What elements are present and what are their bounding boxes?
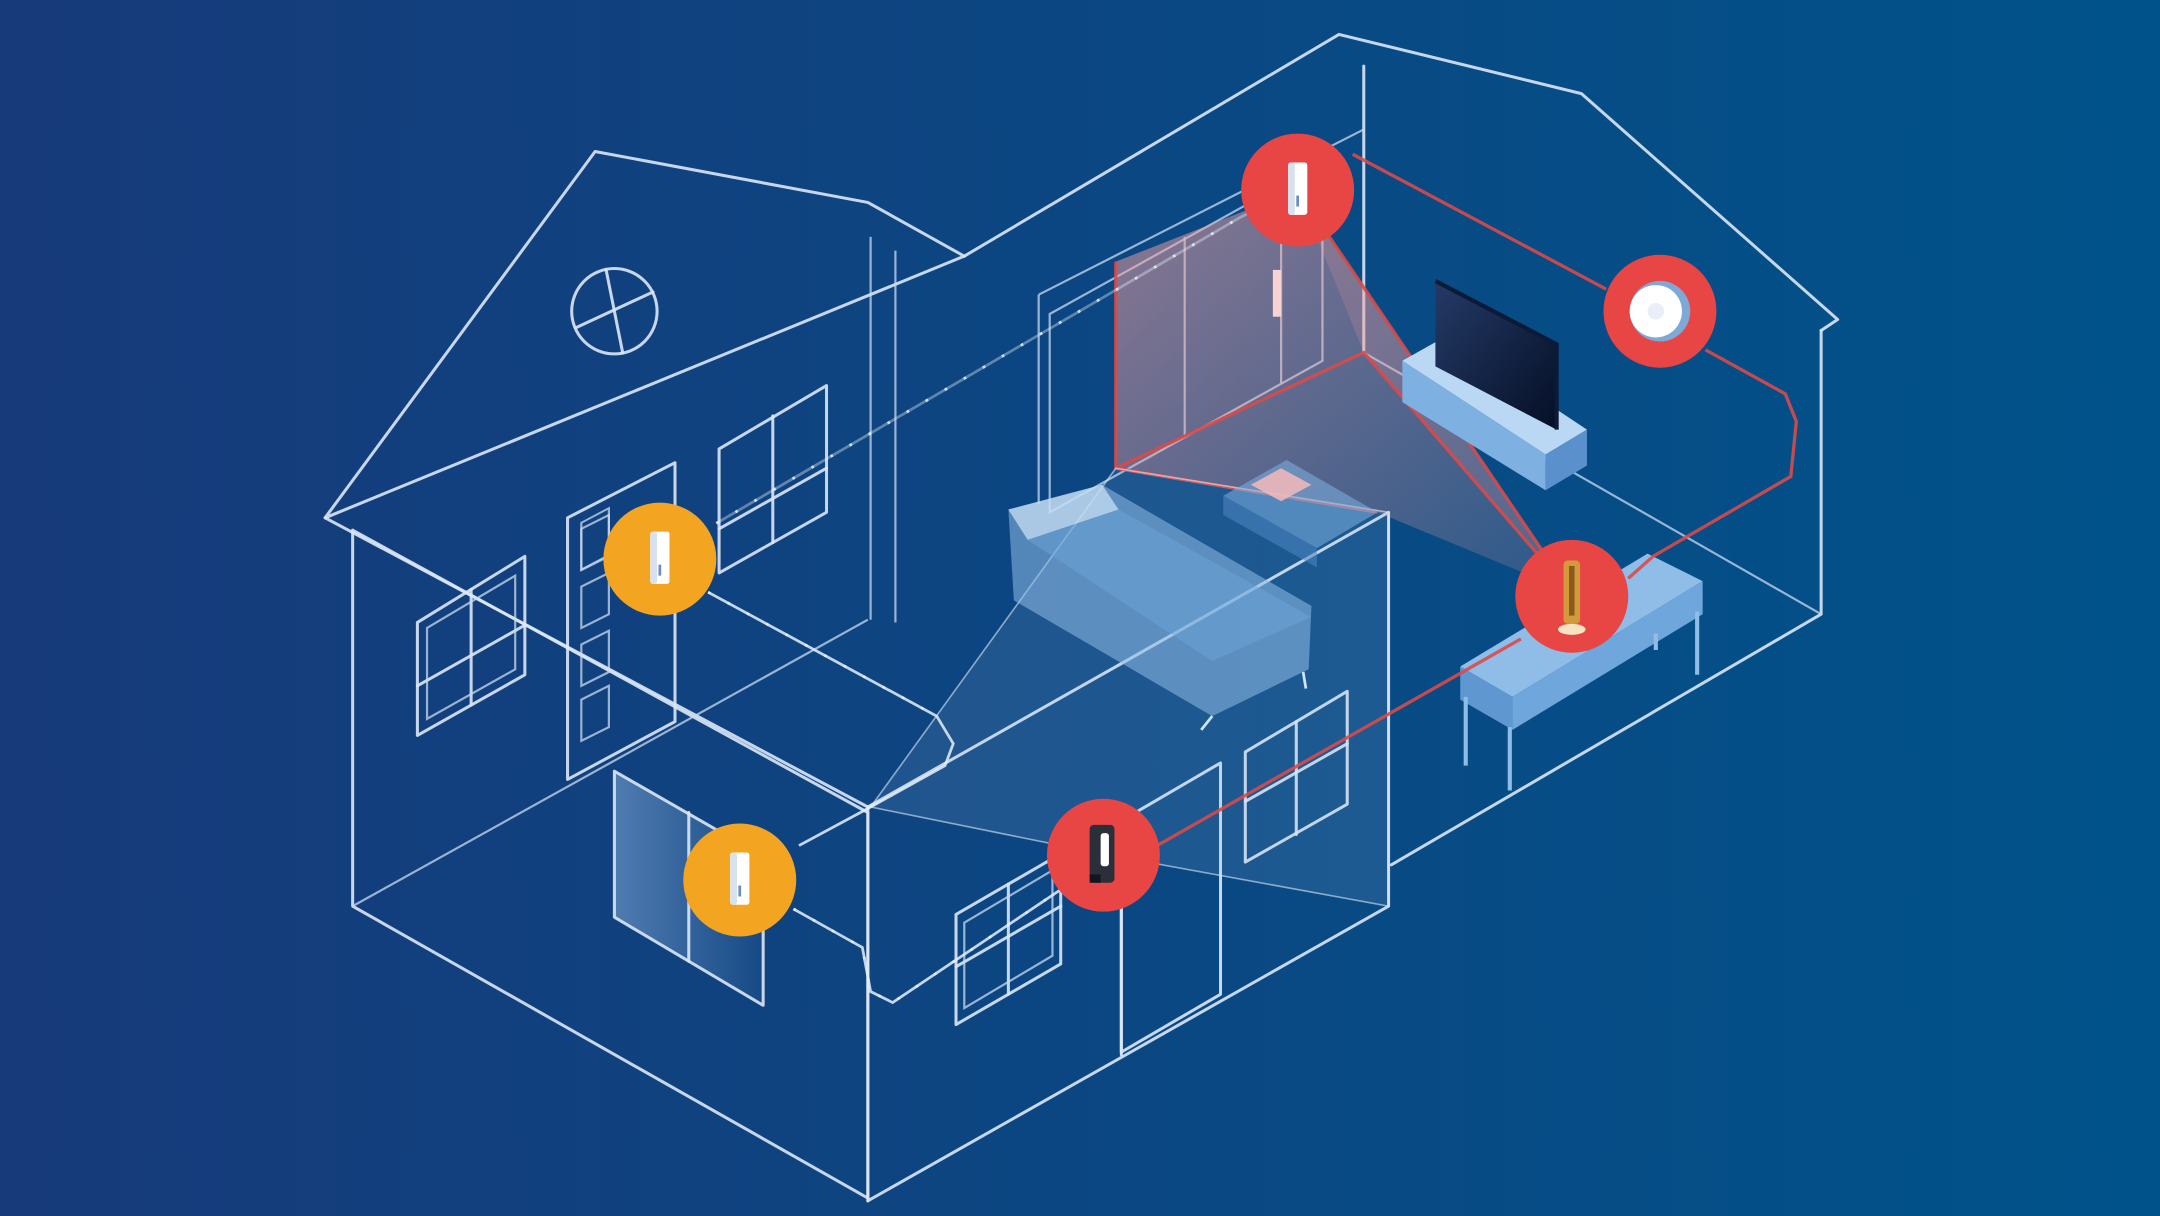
smoke-detector-icon xyxy=(1629,280,1691,342)
door-sensor-on-patio-frame xyxy=(1272,269,1282,317)
outdoor-camera[interactable] xyxy=(1046,798,1160,912)
smoke-detector[interactable] xyxy=(1603,254,1717,368)
indoor-camera-icon xyxy=(1558,560,1586,635)
right-roof xyxy=(962,32,1840,333)
front-right-window xyxy=(1243,689,1349,864)
upper-middle-window xyxy=(717,384,829,575)
sofa xyxy=(1008,484,1312,731)
contact-sensor-patio-door[interactable] xyxy=(1241,133,1355,247)
front-lower-window xyxy=(954,852,1063,1027)
tv xyxy=(1434,279,1559,430)
left-front-window xyxy=(415,554,527,737)
coffee-table xyxy=(1223,459,1378,568)
contact-sensor-front-door[interactable] xyxy=(603,502,717,616)
red-connection-paths xyxy=(1156,152,1799,847)
front-door xyxy=(566,461,677,781)
contact-sensor-window[interactable] xyxy=(683,823,797,937)
left-roof xyxy=(323,149,966,520)
outdoor-camera-icon xyxy=(1089,824,1115,883)
right-side-wall xyxy=(1389,328,1823,867)
door-sensor-icon xyxy=(1288,162,1308,215)
indoor-camera[interactable] xyxy=(1515,539,1629,653)
door-sensor-icon xyxy=(730,852,750,905)
left-interior-floor xyxy=(352,618,869,908)
round-attic-window xyxy=(570,267,659,356)
door-sensor-icon xyxy=(650,531,670,584)
left-house-outline xyxy=(323,149,1391,1203)
left-roof-edge xyxy=(323,516,870,809)
